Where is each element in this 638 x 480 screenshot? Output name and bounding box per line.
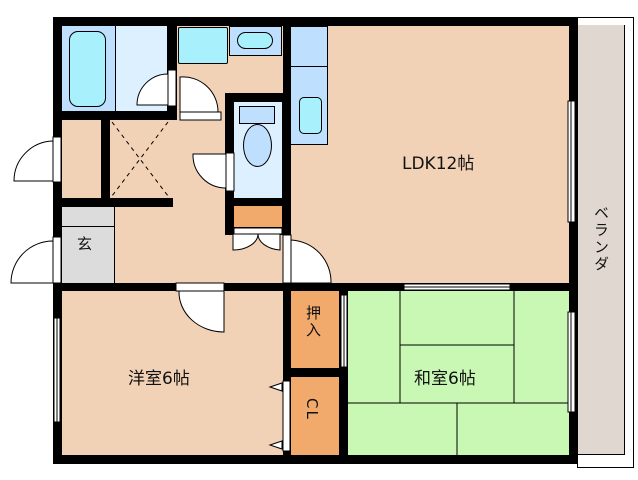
ldk-label: LDK12帖 bbox=[402, 154, 475, 174]
closet-cl bbox=[291, 377, 339, 455]
genkan bbox=[62, 207, 115, 283]
washbasin-icon bbox=[237, 32, 273, 49]
genkan-step-line bbox=[62, 226, 115, 227]
toilet-bowl-icon bbox=[243, 124, 272, 167]
veranda-label: ベランダ bbox=[592, 205, 610, 273]
western-room-label: 洋室6帖 bbox=[128, 369, 190, 389]
closet-label: CL bbox=[303, 398, 321, 421]
washing-machine-icon bbox=[178, 27, 228, 64]
japanese-room bbox=[348, 291, 569, 455]
sink-icon bbox=[299, 97, 322, 134]
genkan-label: 玄 bbox=[77, 235, 93, 253]
toilet-storage bbox=[234, 206, 282, 227]
oshiire-label: 押入 bbox=[304, 305, 322, 339]
western-room bbox=[62, 291, 283, 455]
bathtub-icon bbox=[69, 31, 106, 107]
shoe-storage bbox=[110, 120, 172, 198]
storage-wall bbox=[101, 120, 110, 205]
oshiire bbox=[291, 291, 339, 368]
ldk bbox=[291, 26, 569, 283]
toilet-tank-icon bbox=[239, 106, 275, 124]
veranda bbox=[577, 25, 625, 455]
hallway-closet-left bbox=[62, 120, 101, 198]
japanese-room-label: 和室6帖 bbox=[414, 369, 476, 389]
storage-wall-bottom bbox=[53, 198, 173, 207]
counter-divider bbox=[291, 66, 328, 67]
